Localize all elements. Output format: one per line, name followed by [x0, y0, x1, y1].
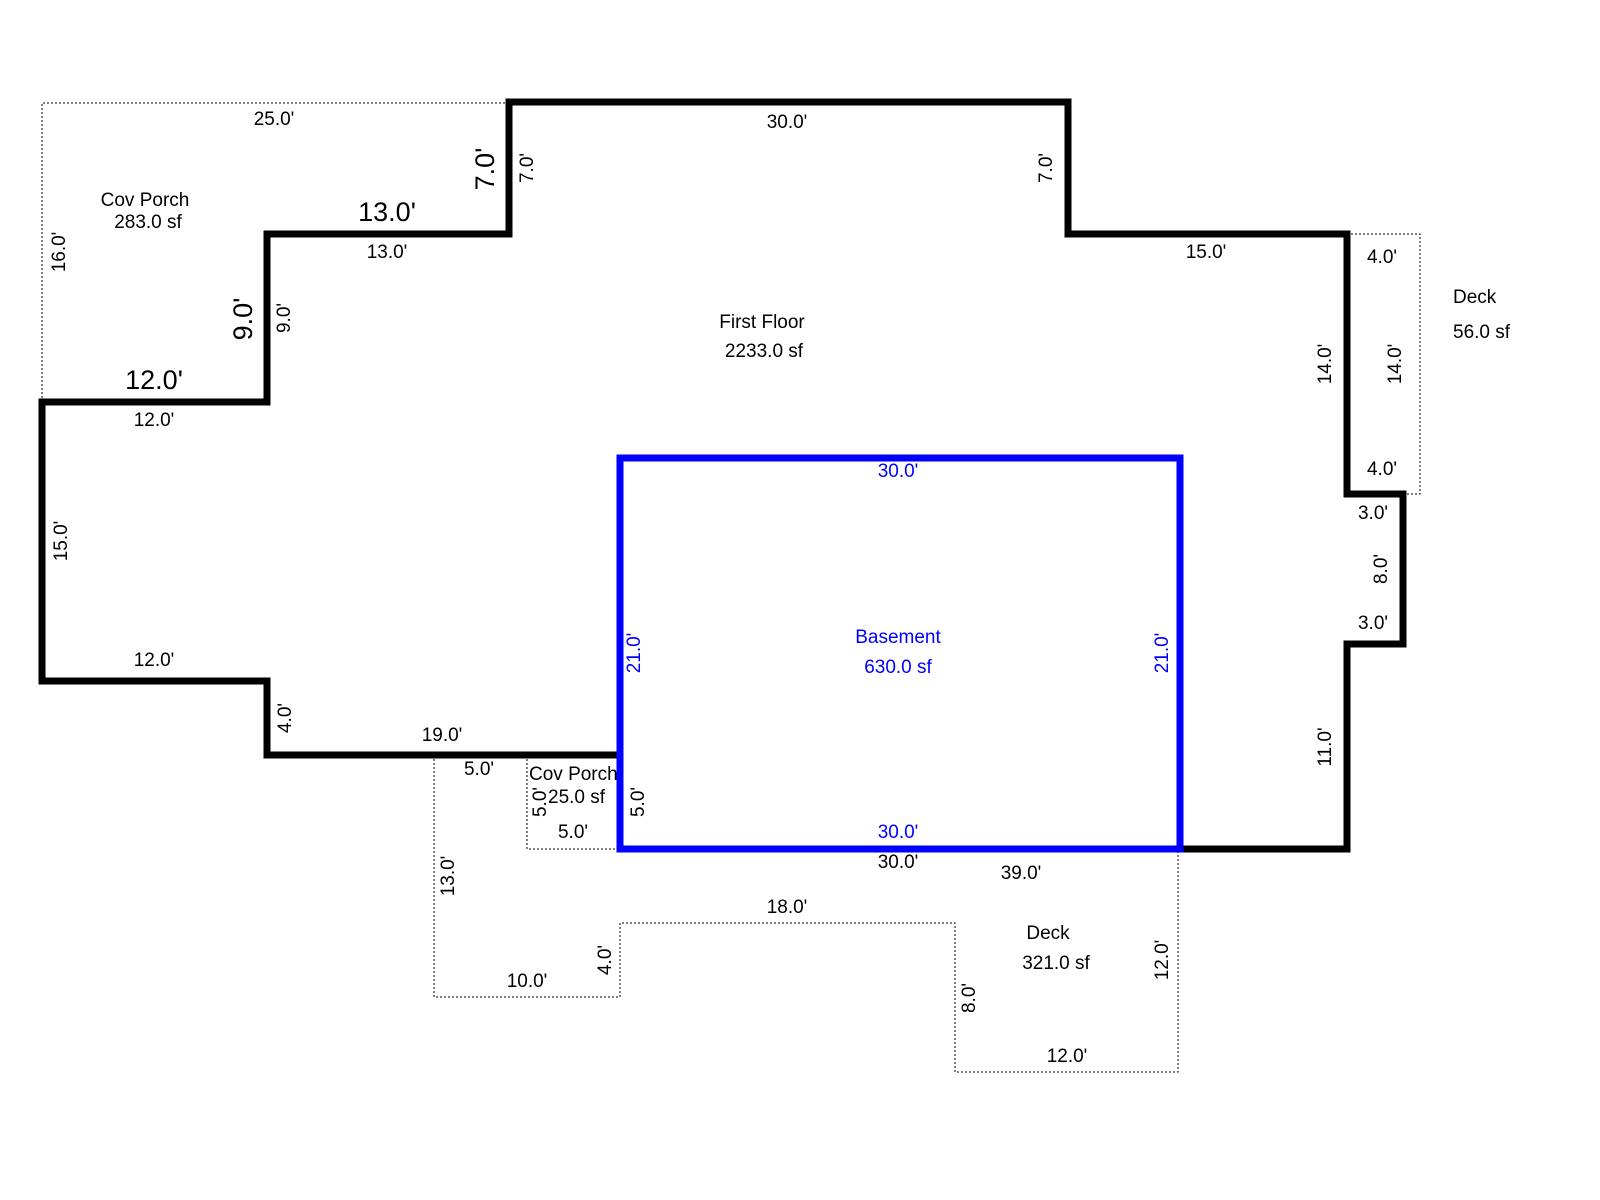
dimension-label: 7.0'	[470, 148, 500, 191]
dimension-label: 19.0'	[422, 725, 463, 746]
cov-porch-small-outline	[526, 755, 620, 850]
dimension-label: 12.0'	[134, 410, 175, 431]
area-size: 321.0 sf	[1022, 953, 1090, 974]
cov-porch-outline	[41, 102, 509, 402]
dimension-label: 9.0'	[274, 303, 295, 333]
area-name: First Floor	[719, 312, 805, 333]
dimension-label: 3.0'	[1358, 613, 1388, 634]
dimension-label: 21.0'	[624, 633, 645, 674]
dimension-label: 13.0'	[367, 242, 408, 263]
area-size: 25.0 sf	[548, 787, 606, 808]
area-size: 630.0 sf	[864, 657, 932, 678]
deck-right-outline	[1347, 233, 1421, 495]
deck-bottom-outline	[433, 755, 1179, 1073]
dimension-label: 8.0'	[1371, 554, 1392, 584]
dimension-label: 30.0'	[878, 461, 919, 482]
dimension-label: 11.0'	[1315, 727, 1336, 766]
basement-outline	[616, 454, 1184, 853]
area-name: Deck	[1026, 923, 1070, 944]
dimension-label: 5.0'	[464, 759, 494, 780]
dimension-label: 7.0'	[1036, 153, 1057, 183]
dimension-label: 30.0'	[878, 822, 919, 843]
area-size: 283.0 sf	[114, 212, 182, 233]
dimension-label: 5.0'	[530, 787, 551, 817]
area-size: 2233.0 sf	[725, 341, 804, 362]
dimension-label: 16.0'	[49, 232, 70, 273]
dimension-label: 4.0'	[275, 703, 296, 733]
dimension-label: 14.0'	[1385, 344, 1406, 385]
dimension-label: 9.0'	[228, 298, 258, 341]
dimension-label: 5.0'	[628, 787, 649, 817]
dimension-label: 15.0'	[51, 521, 72, 562]
first-floor-walls	[38, 98, 1407, 853]
area-name: Cov Porch	[529, 764, 618, 785]
dimension-label: 10.0'	[507, 971, 548, 992]
dimension-label: 13.0'	[358, 197, 416, 227]
dimension-label: 30.0'	[767, 112, 808, 133]
area-name: Cov Porch	[101, 190, 190, 211]
dimension-label: 25.0'	[254, 109, 295, 130]
dimension-label: 18.0'	[767, 897, 808, 918]
dimension-label: 8.0'	[959, 983, 980, 1013]
area-size: 56.0 sf	[1453, 322, 1511, 343]
dimension-label: 12.0'	[1152, 940, 1173, 981]
dimension-label: 5.0'	[558, 822, 588, 843]
dimension-label: 4.0'	[1367, 247, 1397, 268]
dimension-label: 30.0'	[878, 852, 919, 873]
dimension-label: 12.0'	[134, 650, 175, 671]
dimension-label: 21.0'	[1152, 633, 1173, 674]
dimension-label: 14.0'	[1315, 344, 1336, 385]
dimension-label: 39.0'	[1001, 863, 1042, 884]
dimension-label: 12.0'	[1047, 1046, 1088, 1067]
area-name: Deck	[1453, 287, 1497, 308]
dimension-label: 12.0'	[125, 365, 183, 395]
dimension-label: 13.0'	[438, 856, 459, 897]
dimension-label: 15.0'	[1186, 242, 1227, 263]
area-name: Basement	[855, 627, 941, 648]
dimension-label: 3.0'	[1358, 503, 1388, 524]
dimension-label: 4.0'	[595, 945, 616, 975]
dimension-label: 7.0'	[517, 153, 538, 183]
dimension-label: 4.0'	[1367, 459, 1397, 480]
